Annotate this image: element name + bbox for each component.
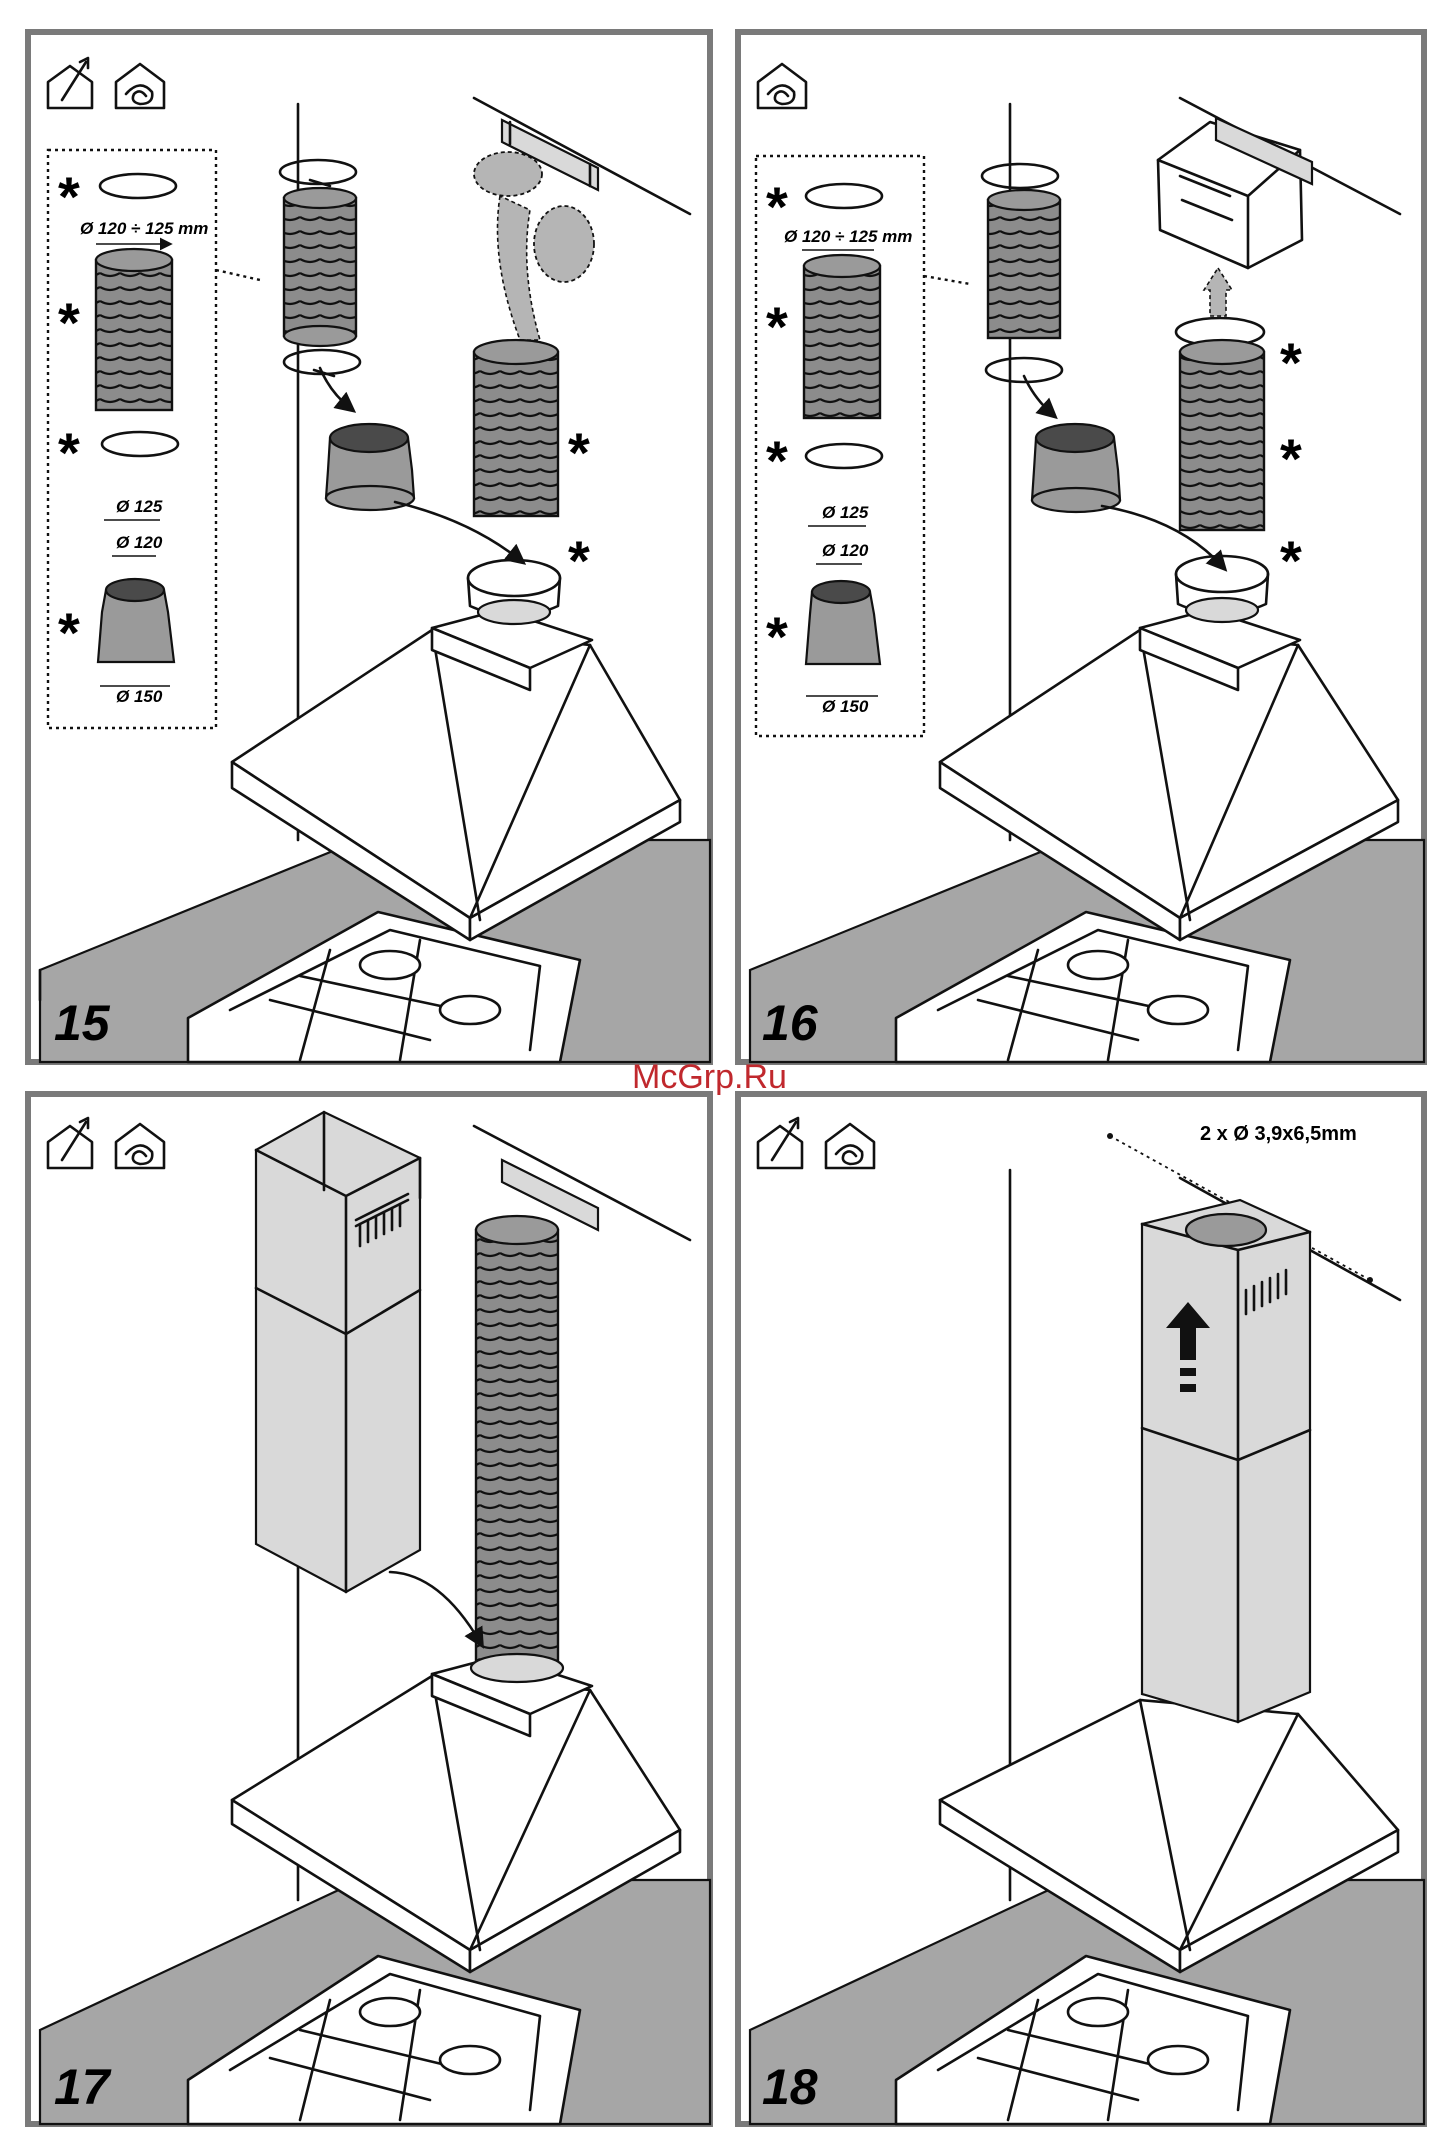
step-number: 16 [762,995,819,1051]
panel-17: 17 [28,1094,710,2124]
chimney-cover [256,1112,420,1592]
reducer-adapter [326,424,414,510]
step-number: 17 [54,2059,112,2115]
optional-mark: * [58,601,80,664]
exhaust-flex-hose [474,340,558,516]
d125-label: Ø 125 [116,497,163,516]
box-flex-hose [96,249,172,410]
d150-label: Ø 150 [822,697,869,716]
optional-mark: * [766,429,788,492]
panel-18: 2 x Ø 3,9x6,5mm [738,1094,1424,2124]
optional-mark: * [766,605,788,668]
optional-mark: * [1280,427,1302,490]
optional-mark: * [766,295,788,358]
step-number: 15 [54,995,111,1051]
optional-mark: * [1280,529,1302,592]
d150-label: Ø 150 [116,687,163,706]
watermark: McGrp.Ru [632,1058,787,1096]
screw-spec-label: 2 x Ø 3,9x6,5mm [1200,1123,1357,1145]
chimney-assembled [1142,1200,1310,1722]
optional-mark: * [1280,331,1302,394]
box-reducer-adapter [98,579,174,662]
box-flex-hose [804,255,880,418]
panel-16: Ø 120 ÷ 125 mm Ø 125 Ø 120 Ø 150 * * * *… [738,32,1424,1062]
optional-mark: * [766,175,788,238]
extended-flex-hose [471,1216,563,1682]
d120-label: Ø 120 [116,533,163,552]
hose-diameter-label: Ø 120 ÷ 125 mm [784,227,912,246]
step-number: 18 [762,2059,818,2115]
hose-diameter-label: Ø 120 ÷ 125 mm [80,219,208,238]
d120-label: Ø 120 [822,541,869,560]
optional-mark: * [568,529,590,592]
box-reducer-adapter [806,581,880,664]
screw-icon [1107,1133,1113,1139]
reducer-adapter [1032,424,1120,512]
upper-flex-hose [988,190,1060,338]
optional-mark: * [58,421,80,484]
panel-15: Ø 120 ÷ 125 mm Ø 125 Ø 120 Ø 150 * * * *… [28,32,710,1062]
outlet-clamp [468,560,560,624]
optional-mark: * [58,291,80,354]
optional-mark: * [568,421,590,484]
chimney-duct-opening [1186,1214,1266,1246]
optional-mark: * [58,165,80,228]
upper-flex-hose [284,188,356,346]
recirculation-flex-hose [1180,340,1264,530]
d125-label: Ø 125 [822,503,869,522]
